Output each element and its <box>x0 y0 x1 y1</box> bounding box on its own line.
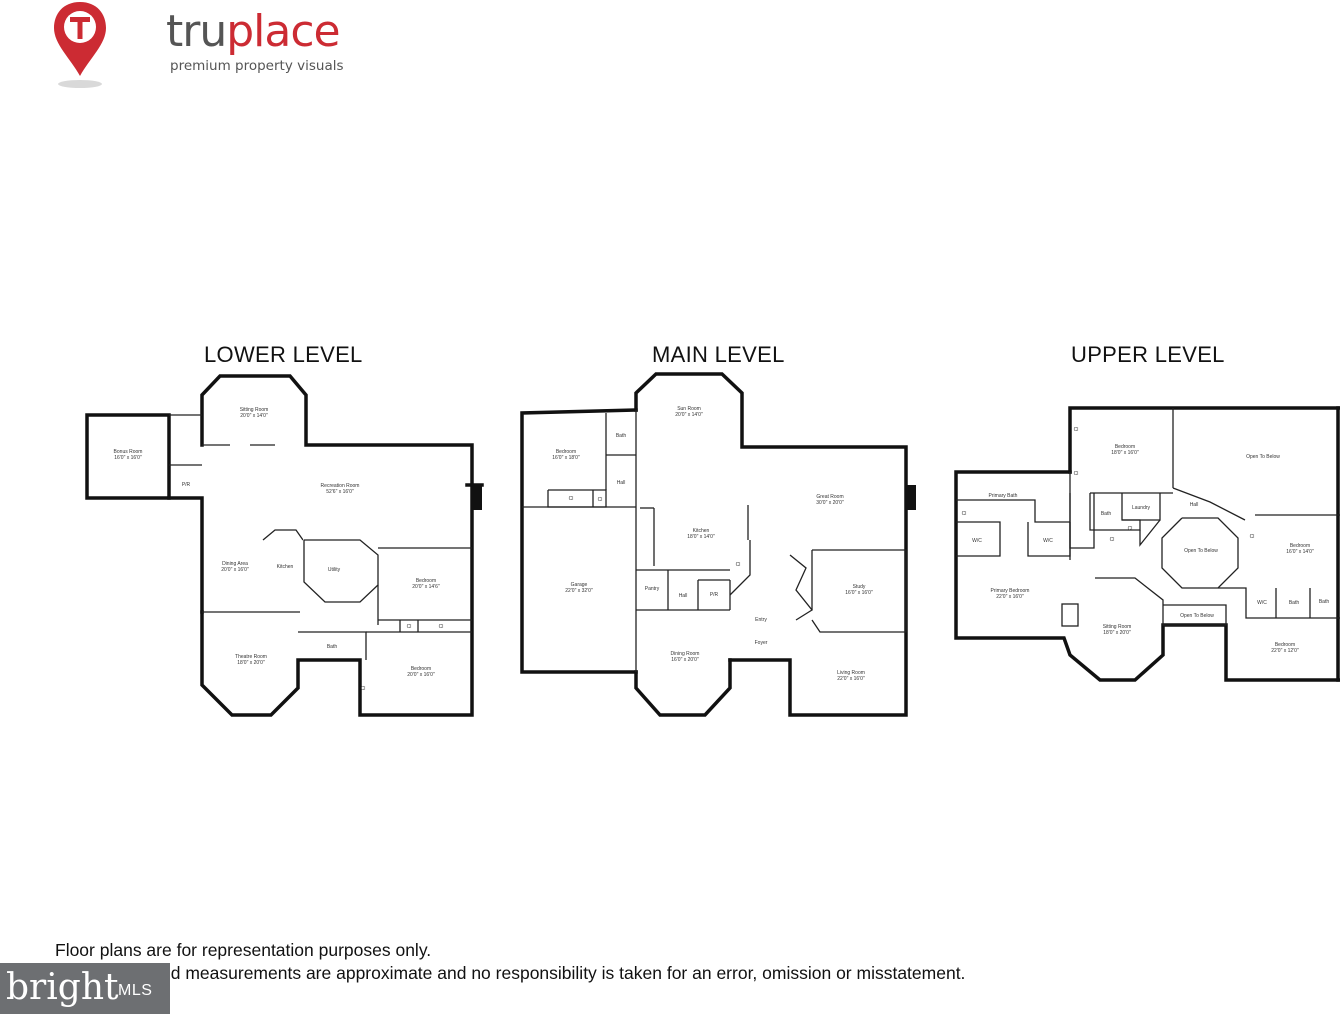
lower-room-dims: 52'6" x 16'0" <box>326 489 354 495</box>
main-room-name: Hall <box>679 593 688 599</box>
upper-room-name: Primary Bath <box>989 493 1018 499</box>
lower-room-dims: 20'0" x 14'0" <box>240 413 268 419</box>
upper-room-name: Bath <box>1289 600 1300 606</box>
upper-room-name: Open To Below <box>1246 454 1280 460</box>
brand-name-part2: place <box>226 6 340 57</box>
upper-room-name: Cl <box>962 511 967 517</box>
main-room-name: Cl <box>569 496 574 502</box>
lower-room-name: Utility <box>328 567 341 573</box>
main-room-dims: 22'0" x 16'0" <box>837 676 865 682</box>
upper-level-interior-walls <box>956 408 1340 627</box>
main-room-dims: 22'0" x 32'0" <box>565 588 593 594</box>
truplace-logo: truplace premium property visuals <box>50 0 344 95</box>
upper-room-dims: 18'0" x 16'0" <box>1111 450 1139 456</box>
main-room-name: Sun Room <box>677 406 701 412</box>
upper-room-name: Open To Below <box>1180 613 1214 619</box>
lower-room-name: Bedroom <box>416 578 436 584</box>
main-room-name: Garage <box>571 582 588 588</box>
bright-mls-word: bright <box>6 967 119 1008</box>
lower-room-name: P/R <box>182 482 191 488</box>
main-room-name: Living Room <box>837 670 865 676</box>
main-room-name: Hall <box>617 480 626 486</box>
upper-room-name: W/C <box>972 538 982 544</box>
main-level-walls <box>520 372 916 717</box>
main-room-dims: 30'0" x 20'0" <box>816 500 844 506</box>
main-room-dims: 16'0" x 18'0" <box>552 455 580 461</box>
upper-room-name: Bedroom <box>1115 444 1135 450</box>
main-room-name: Foyer <box>755 640 768 646</box>
main-level-title: MAIN LEVEL <box>652 342 785 367</box>
main-room-dims: 18'0" x 14'0" <box>687 534 715 540</box>
main-room-name: Dining Room <box>671 651 700 657</box>
main-room-name: Great Room <box>816 494 843 500</box>
upper-room-name: Bedroom <box>1290 543 1310 549</box>
lower-room-name: Theatre Room <box>235 654 267 660</box>
lower-room-dims: 16'0" x 16'0" <box>114 455 142 461</box>
main-level-interior-walls <box>522 410 907 672</box>
upper-room-name: Cl <box>1110 537 1115 543</box>
main-room-name: P/R <box>710 592 719 598</box>
upper-room-name: Bath <box>1319 599 1330 605</box>
upper-level-title: UPPER LEVEL <box>1071 342 1225 367</box>
lower-room-name: Cl <box>407 624 412 630</box>
lower-room-name: Bath <box>327 644 338 650</box>
upper-room-name: Open To Below <box>1184 548 1218 554</box>
lower-room-name: Bonus Room <box>114 449 143 455</box>
main-room-dims: 16'0" x 20'0" <box>671 657 699 663</box>
upper-room-name: Cl <box>1128 526 1133 532</box>
upper-room-dims: 16'0" x 14'0" <box>1286 549 1314 555</box>
upper-room-dims: 22'0" x 16'0" <box>996 594 1024 600</box>
upper-room-name: Primary Bedroom <box>991 588 1030 594</box>
lower-room-name: Cl <box>361 686 366 692</box>
lower-level-title: LOWER LEVEL <box>204 342 363 367</box>
main-room-name: Cl <box>736 562 741 568</box>
lower-room-name: Bedroom <box>411 666 431 672</box>
bright-mls-suffix: MLS <box>118 982 153 999</box>
disclaimer-line-1: Floor plans are for representation purpo… <box>55 940 432 960</box>
main-room-name: Study <box>853 584 866 590</box>
bright-mls-watermark: bright MLS <box>0 963 170 1014</box>
lower-room-dims: 18'0" x 20'0" <box>237 660 265 666</box>
main-room-dims: 20'0" x 14'0" <box>675 412 703 418</box>
upper-room-name: Cl <box>1074 427 1079 433</box>
brand-name-part1: tru <box>166 6 227 57</box>
main-room-name: Kitchen <box>693 528 710 534</box>
upper-room-name: Bedroom <box>1275 642 1295 648</box>
upper-room-dims: 22'0" x 12'0" <box>1271 648 1299 654</box>
lower-room-name: Dining Area <box>222 561 248 567</box>
upper-level-walls <box>954 406 1340 682</box>
main-room-name: Entry <box>755 617 767 623</box>
lower-room-name: Recreation Room <box>321 483 360 489</box>
lower-level-walls <box>85 374 484 717</box>
lower-room-name: Sitting Room <box>240 407 269 413</box>
upper-room-name: Cl <box>1074 471 1079 477</box>
main-room-name: Pantry <box>645 586 660 592</box>
lower-room-name: Cl <box>439 624 444 630</box>
brand-name: truplace <box>166 6 341 58</box>
upper-room-name: Laundry <box>1132 505 1151 511</box>
main-room-name: Bath <box>616 433 627 439</box>
main-room-dims: 16'0" x 16'0" <box>845 590 873 596</box>
main-room-name: Bedroom <box>556 449 576 455</box>
upper-room-name: Sitting Room <box>1103 624 1132 630</box>
brand-tagline: premium property visuals <box>170 58 344 74</box>
disclaimer-line-2: Dimensions and measurements are approxim… <box>55 963 966 983</box>
upper-room-name: Cl <box>1250 534 1255 540</box>
lower-level-interior-walls <box>169 414 472 660</box>
location-pin-icon <box>54 2 106 88</box>
upper-room-dims: 18'0" x 20'0" <box>1103 630 1131 636</box>
lower-room-dims: 20'0" x 16'0" <box>407 672 435 678</box>
lower-room-dims: 20'0" x 14'6" <box>412 584 440 590</box>
upper-room-name: W/C <box>1257 600 1267 606</box>
upper-room-name: W/C <box>1043 538 1053 544</box>
main-room-name: Cl <box>598 497 603 503</box>
lower-room-name: Kitchen <box>277 564 294 570</box>
upper-room-name: Bath <box>1101 511 1112 517</box>
lower-room-dims: 20'0" x 16'0" <box>221 567 249 573</box>
upper-room-name: Hall <box>1190 502 1199 508</box>
